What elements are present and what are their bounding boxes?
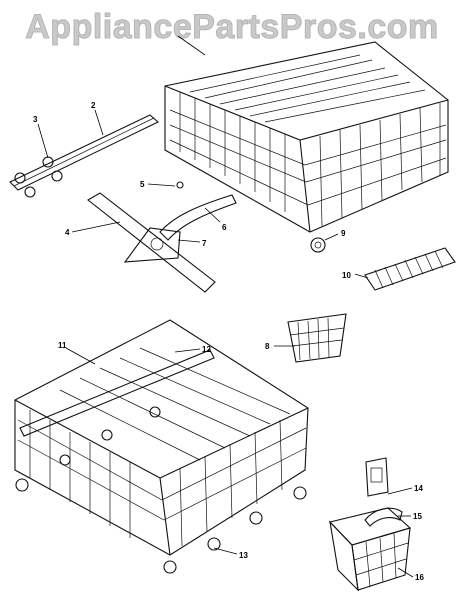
callout-10: 10 (342, 271, 351, 280)
callout-5: 5 (140, 180, 145, 189)
callout-14: 14 (414, 484, 423, 493)
rail-rollers (14, 156, 63, 198)
callout-8: 8 (265, 342, 270, 351)
callout-15: 15 (413, 512, 422, 521)
callout-3: 3 (33, 115, 38, 124)
callout-13: 13 (239, 551, 248, 560)
lower-rack-wheels (15, 406, 307, 574)
callout-9: 9 (341, 229, 346, 238)
callout-11: 11 (58, 341, 67, 350)
callout-7: 7 (202, 239, 207, 248)
silverware-basket (328, 507, 412, 592)
callout-6: 6 (222, 223, 227, 232)
callout-2: 2 (91, 101, 96, 110)
rack-rail (9, 114, 159, 198)
callout-12: 12 (202, 345, 211, 354)
callout-4: 4 (65, 228, 70, 237)
lower-rack (14, 319, 309, 574)
leader-lines (37, 35, 414, 578)
callout-labels: 2 3 4 5 6 7 8 9 10 11 12 13 14 15 16 (33, 101, 424, 582)
spray-arm-assembly (87, 181, 237, 293)
upper-rack (164, 41, 449, 253)
callout-16: 16 (415, 573, 424, 582)
tine-row (364, 247, 456, 291)
rack-wheel (310, 237, 326, 253)
utensil-basket-small (287, 313, 347, 363)
basket-handle (365, 457, 389, 497)
